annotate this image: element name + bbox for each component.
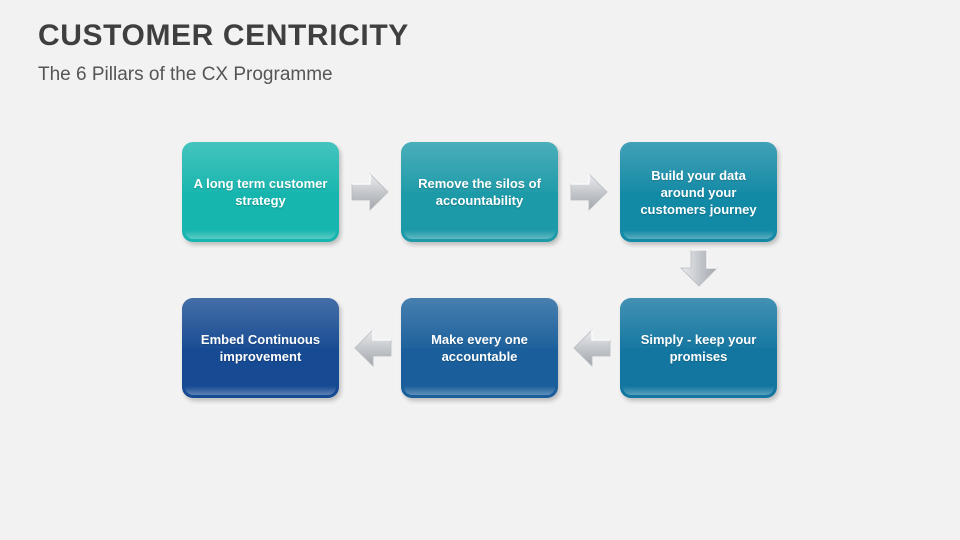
process-box-5-label: Make every one accountable xyxy=(431,332,528,364)
process-box-2-label: Remove the silos of accountability xyxy=(418,176,541,208)
process-box-2[interactable]: Remove the silos of accountability xyxy=(401,142,558,242)
arrow-right-icon xyxy=(351,173,389,211)
process-box-3-label: Build your data around your customers jo… xyxy=(640,167,757,217)
process-box-4-label: Simply - keep your promises xyxy=(640,332,757,364)
slide-header: CUSTOMER CENTRICITY The 6 Pillars of the… xyxy=(38,16,918,88)
process-box-1-label: A long term customer strategy xyxy=(193,176,328,208)
process-box-6[interactable]: Embed Continuous improvement xyxy=(182,298,339,398)
process-box-1[interactable]: A long term customer strategy xyxy=(182,142,339,242)
process-box-5[interactable]: Make every one accountable xyxy=(401,298,558,398)
process-box-4[interactable]: Simply - keep your promises xyxy=(620,298,777,398)
arrow-right-icon xyxy=(570,173,608,211)
page-subtitle: The 6 Pillars of the CX Programme xyxy=(38,64,333,85)
arrow-down-icon xyxy=(680,249,718,287)
arrow-left-icon xyxy=(573,329,611,367)
process-box-3[interactable]: Build your data around your customers jo… xyxy=(620,142,777,242)
process-box-6-label: Embed Continuous improvement xyxy=(200,332,321,364)
page-title: CUSTOMER CENTRICITY xyxy=(38,19,409,52)
arrow-left-icon xyxy=(354,329,392,367)
